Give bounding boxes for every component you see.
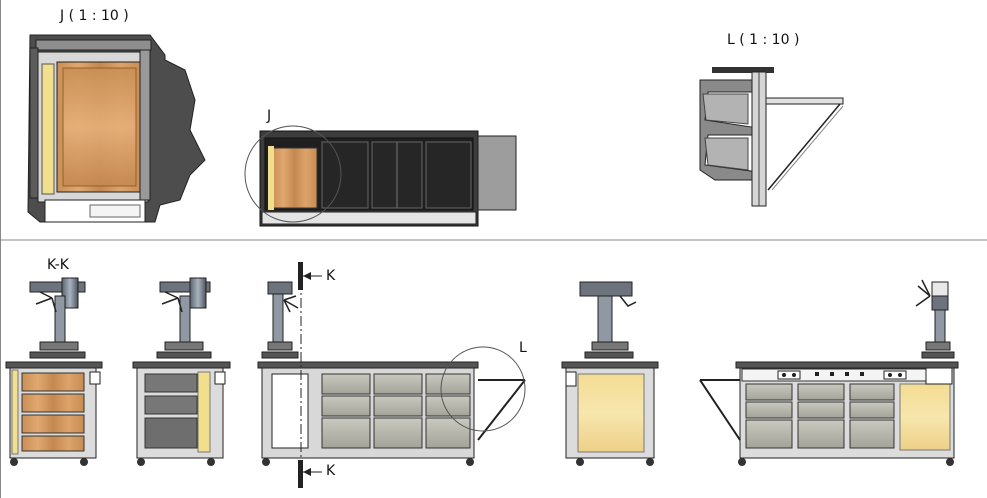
cut-k-top-label: K: [326, 268, 336, 284]
detail-l-view: [699, 67, 844, 207]
detail-j-callout-circle: [244, 125, 342, 223]
cut-k-bottom-label: K: [326, 463, 336, 479]
elevation-end-view: [561, 281, 659, 466]
elevation-rear-view: [699, 279, 959, 466]
detail-l-title: L ( 1 : 10 ): [727, 32, 800, 48]
detail-j-title: J ( 1 : 10 ): [60, 8, 129, 24]
callout-l-label: L: [519, 340, 527, 356]
elevation-side-view: [132, 277, 231, 466]
elevation-front-view: [257, 262, 526, 488]
callout-j-label: J: [267, 108, 272, 124]
detail-j-view: [27, 34, 206, 223]
section-kk-label: K-K: [47, 257, 69, 273]
detail-l-callout-circle: [440, 346, 526, 432]
elevation-section-kk: [5, 277, 103, 466]
plan-view: [244, 125, 517, 227]
